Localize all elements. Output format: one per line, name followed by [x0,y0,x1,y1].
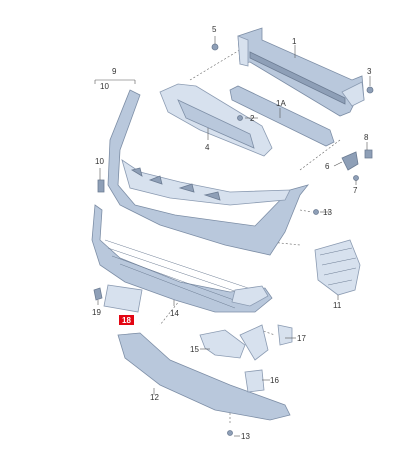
callout-18-highlight [119,315,134,325]
callout-7: 7 [353,186,358,195]
callout-9: 9 [112,67,117,76]
callout-2: 2 [250,114,255,123]
screw-5-part[interactable] [211,43,219,51]
front-spoiler-part[interactable] [117,332,291,421]
screw-2-part[interactable] [237,115,243,121]
clip-10-part[interactable] [97,179,105,193]
small-parts [93,43,374,436]
callout-14: 14 [170,309,179,318]
callout-10-top: 10 [100,82,109,91]
callout-1: 1 [292,37,297,46]
screw-7-part[interactable] [353,175,359,181]
bumper-strip-part[interactable] [229,85,335,147]
callout-8: 8 [364,133,369,142]
callout-17: 17 [297,334,306,343]
screw-13b-part[interactable] [227,430,233,436]
callout-10: 10 [95,157,104,166]
callout-4: 4 [205,143,210,152]
callout-16: 16 [270,376,279,385]
energy-absorber-part[interactable] [159,83,273,157]
callout-13-top: 13 [323,208,332,217]
callout-19: 19 [92,308,101,317]
callout-13-bottom: 13 [241,432,250,441]
clip-16-part[interactable] [244,369,265,393]
leader-lines [94,36,371,437]
callout-5: 5 [212,25,217,34]
callout-6: 6 [325,162,330,171]
screw-13a-part[interactable] [313,209,319,215]
callout-15: 15 [190,345,199,354]
side-grille-insert-part[interactable] [314,239,361,296]
clip-17-part[interactable] [277,324,293,346]
callout-11: 11 [333,301,342,310]
bracket-6-part[interactable] [341,151,359,171]
callout-12: 12 [150,393,159,402]
clip-8-part[interactable] [364,149,373,159]
lower-grille-part[interactable] [91,204,273,313]
clip-19-part[interactable] [93,287,103,301]
callout-18: 18 [122,316,131,325]
callout-labels: 5 1 3 1A 2 4 6 8 7 9 10 10 13 11 14 19 1… [92,25,372,441]
bumper-carrier-part[interactable] [237,27,365,117]
screw-3-part[interactable] [366,86,374,94]
fog-grille-part[interactable] [199,329,246,359]
callout-1a: 1A [276,99,286,108]
bumper-cover-part[interactable] [107,89,310,256]
license-plate-bracket-part[interactable] [103,284,143,313]
trim-frame-part[interactable] [239,324,269,361]
callout-3: 3 [367,67,372,76]
